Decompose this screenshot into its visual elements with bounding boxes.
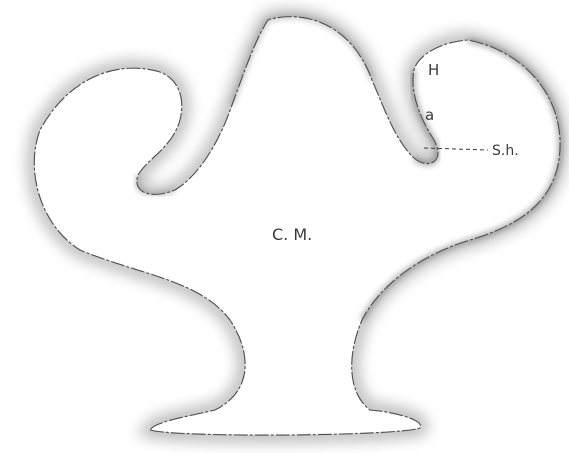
label-a: a [425, 106, 434, 124]
label-h: H [428, 61, 439, 79]
label-cm: C. M. [272, 225, 312, 244]
label-sh: S.h. [492, 143, 519, 159]
